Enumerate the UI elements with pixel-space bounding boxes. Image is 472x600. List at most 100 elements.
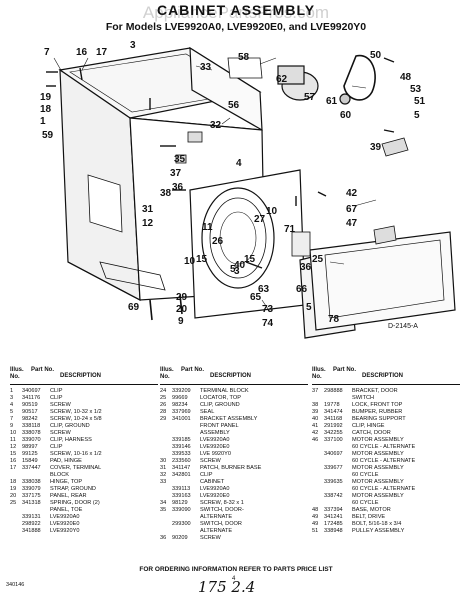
callout-number: 25 xyxy=(312,254,324,265)
part-description: MOTOR ASSEMBLY xyxy=(352,437,404,443)
illus-number: 34 xyxy=(160,500,167,506)
drive-belt xyxy=(343,54,376,101)
part-number: 337394 xyxy=(324,507,343,513)
illus-number: 4 xyxy=(10,402,14,408)
part-number: 340697 xyxy=(324,451,343,457)
part-number: 298888 xyxy=(324,388,343,394)
part-number: 339146 xyxy=(172,444,191,450)
part-number: 338742 xyxy=(324,493,343,499)
part-description: MOTOR ASSEMBLY xyxy=(352,465,404,471)
column-header-label: Part No. xyxy=(31,367,55,373)
part-number: 337969 xyxy=(172,409,191,415)
illus-number: 38 xyxy=(312,402,319,408)
part-number: 339090 xyxy=(172,507,191,513)
callout-number: 9 xyxy=(178,316,184,327)
part-description: SCREW xyxy=(50,430,71,436)
part-description: COVER, TERMINAL xyxy=(50,465,102,471)
part-description: 60 CYCLE - ALTERNATE xyxy=(352,458,416,464)
callout-number: 5 xyxy=(414,110,420,121)
door-opening xyxy=(201,187,275,289)
callout-number: 10 xyxy=(184,256,196,267)
illus-number: 48 xyxy=(312,507,319,513)
part-number: 233560 xyxy=(172,458,191,464)
part-number: 19778 xyxy=(324,402,340,408)
part-description: SPRING, DOOR (2) xyxy=(50,500,100,506)
callout-number: 71 xyxy=(284,224,296,235)
callout-number: 3 xyxy=(234,266,240,277)
illus-number: 9 xyxy=(10,423,14,429)
column-header-label: DESCRIPTION xyxy=(362,373,404,379)
part-description: ASSEMBLY xyxy=(200,430,230,436)
illus-number: 33 xyxy=(160,479,167,485)
part-description: LOCK, FRONT TOP xyxy=(352,402,403,408)
illus-number: 41 xyxy=(312,423,319,429)
part-number: 341001 xyxy=(172,416,191,422)
part-number: 341147 xyxy=(172,465,191,471)
callout-number: 15 xyxy=(196,254,208,265)
watermark: AppliancePartsPros.com xyxy=(142,3,330,22)
illus-number: 25 xyxy=(160,395,167,401)
callout-number: 48 xyxy=(400,72,412,83)
callout-number: 37 xyxy=(170,168,182,179)
callout-number: 59 xyxy=(42,130,54,141)
part-description: CLIP xyxy=(50,444,63,450)
page-number: 4 xyxy=(232,576,236,582)
callout-number: 39 xyxy=(370,142,382,153)
illus-number: 51 xyxy=(312,528,319,534)
part-description: SWITCH, DOOR- xyxy=(200,507,244,513)
callout-number: 27 xyxy=(254,214,266,225)
parts-row: 60 CYCLE xyxy=(312,500,460,507)
column-header-label: Illus. No. xyxy=(10,367,24,380)
callout-number: 16 xyxy=(76,47,88,58)
part-number: 339131 xyxy=(22,514,41,520)
callout-number: 5 xyxy=(230,264,236,275)
part-description: HINGE, TOP xyxy=(50,479,83,485)
callout-number: 74 xyxy=(262,318,274,329)
part-description: CLIP, GROUND xyxy=(200,402,240,408)
part-description: BUMPER, RUBBER xyxy=(352,409,403,415)
callout-number: 47 xyxy=(346,218,358,229)
illus-number: 19 xyxy=(10,486,17,492)
part-description: BELT, DRIVE xyxy=(352,514,386,520)
part-number: 298922 xyxy=(22,521,41,527)
parts-row: ASSEMBLY xyxy=(160,430,308,437)
callout-number: 33 xyxy=(200,62,212,73)
parts-row: 60 CYCLE xyxy=(312,472,460,479)
callout-number: 65 xyxy=(250,292,262,303)
callout-number: 61 xyxy=(326,96,338,107)
illus-number: 7 xyxy=(10,416,14,422)
illus-number: 39 xyxy=(312,409,319,415)
part-number: 342801 xyxy=(172,472,191,478)
part-number: 98997 xyxy=(22,444,38,450)
part-description: CLIP xyxy=(50,388,63,394)
column-header-label: DESCRIPTION xyxy=(210,373,252,379)
part-number: 337175 xyxy=(22,493,41,499)
part-description: SCREW, 10-16 x 1/2 xyxy=(50,451,102,457)
part-description: SCREW, 10-24 x 5/8 xyxy=(50,416,102,422)
illus-number: 35 xyxy=(160,507,167,513)
part-description: SCREW, 10-32 x 1/2 xyxy=(50,409,102,415)
part-number: 340697 xyxy=(22,388,41,394)
illus-number: 49 xyxy=(312,521,319,527)
callout-number: 12 xyxy=(142,218,154,229)
part-number: 338118 xyxy=(22,423,41,429)
part-description: 60 CYCLE xyxy=(352,500,379,506)
